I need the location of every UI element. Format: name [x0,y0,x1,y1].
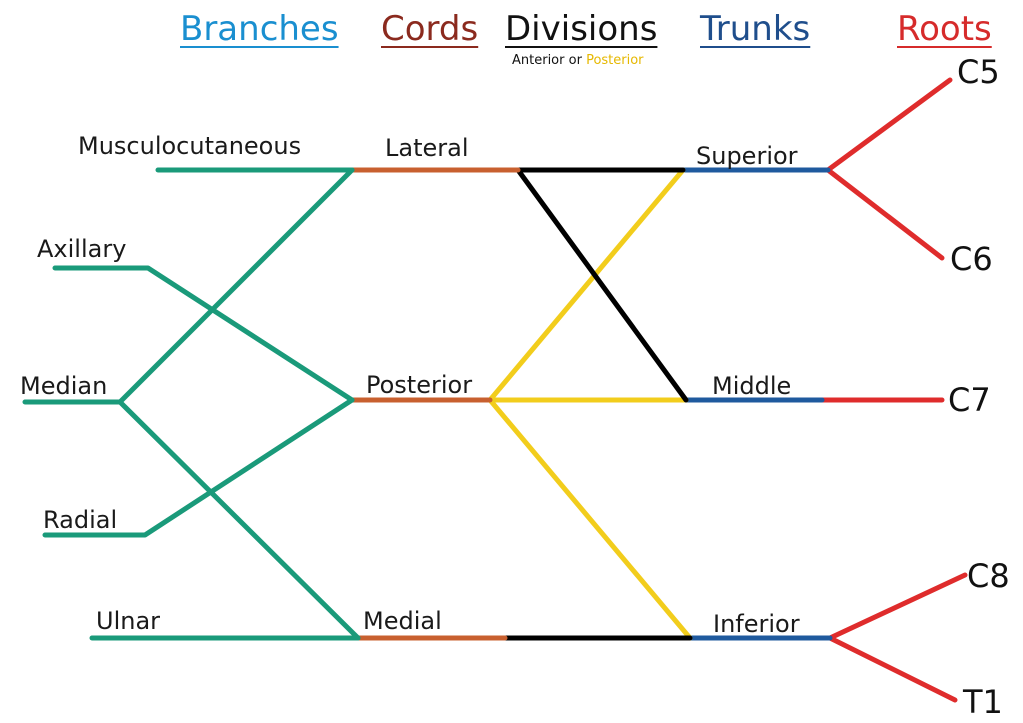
header-cords: Cords [381,9,479,49]
header-trunks: Trunks [700,9,811,49]
cord-medial: Medial [363,607,442,635]
legend-posterior: Posterior [586,53,644,68]
root-line-c6 [825,167,945,261]
divisions-legend: Anterior or Posterior [512,54,644,67]
cord-posterior: Posterior [366,371,473,399]
root-c7: C7 [948,381,991,419]
branch-line-radial [42,397,355,538]
header-roots: Roots [897,9,992,49]
root-line-c5 [825,77,953,173]
cord-lateral: Lateral [385,134,469,162]
division-line-middle-anterior [515,167,689,403]
branch-radial: Radial [43,506,118,534]
branch-musculocutaneous: Musculocutaneous [78,132,302,160]
root-c5: C5 [957,53,1000,91]
trunk-middle: Middle [712,372,792,400]
legend-or: or [568,53,582,68]
trunk-inferior: Inferior [713,610,800,638]
division-line-inferior-posterior [487,397,693,641]
branch-line-axillary [52,265,355,403]
root-t1: T1 [963,683,1003,721]
legend-anterior: Anterior [512,53,565,68]
branch-ulnar: Ulnar [96,607,161,635]
root-line-c8 [827,572,968,641]
root-c6: C6 [950,240,993,278]
branch-median: Median [20,372,108,400]
branch-line-median-medial-root [117,399,361,641]
header-branches: Branches [180,9,339,49]
division-line-superior-posterior [487,167,686,403]
plexus-lines [22,77,968,703]
root-line-t1 [827,635,958,703]
branch-axillary: Axillary [37,235,127,263]
root-c8: C8 [967,557,1010,595]
header-divisions: Divisions [505,9,658,49]
trunk-superior: Superior [696,142,798,170]
